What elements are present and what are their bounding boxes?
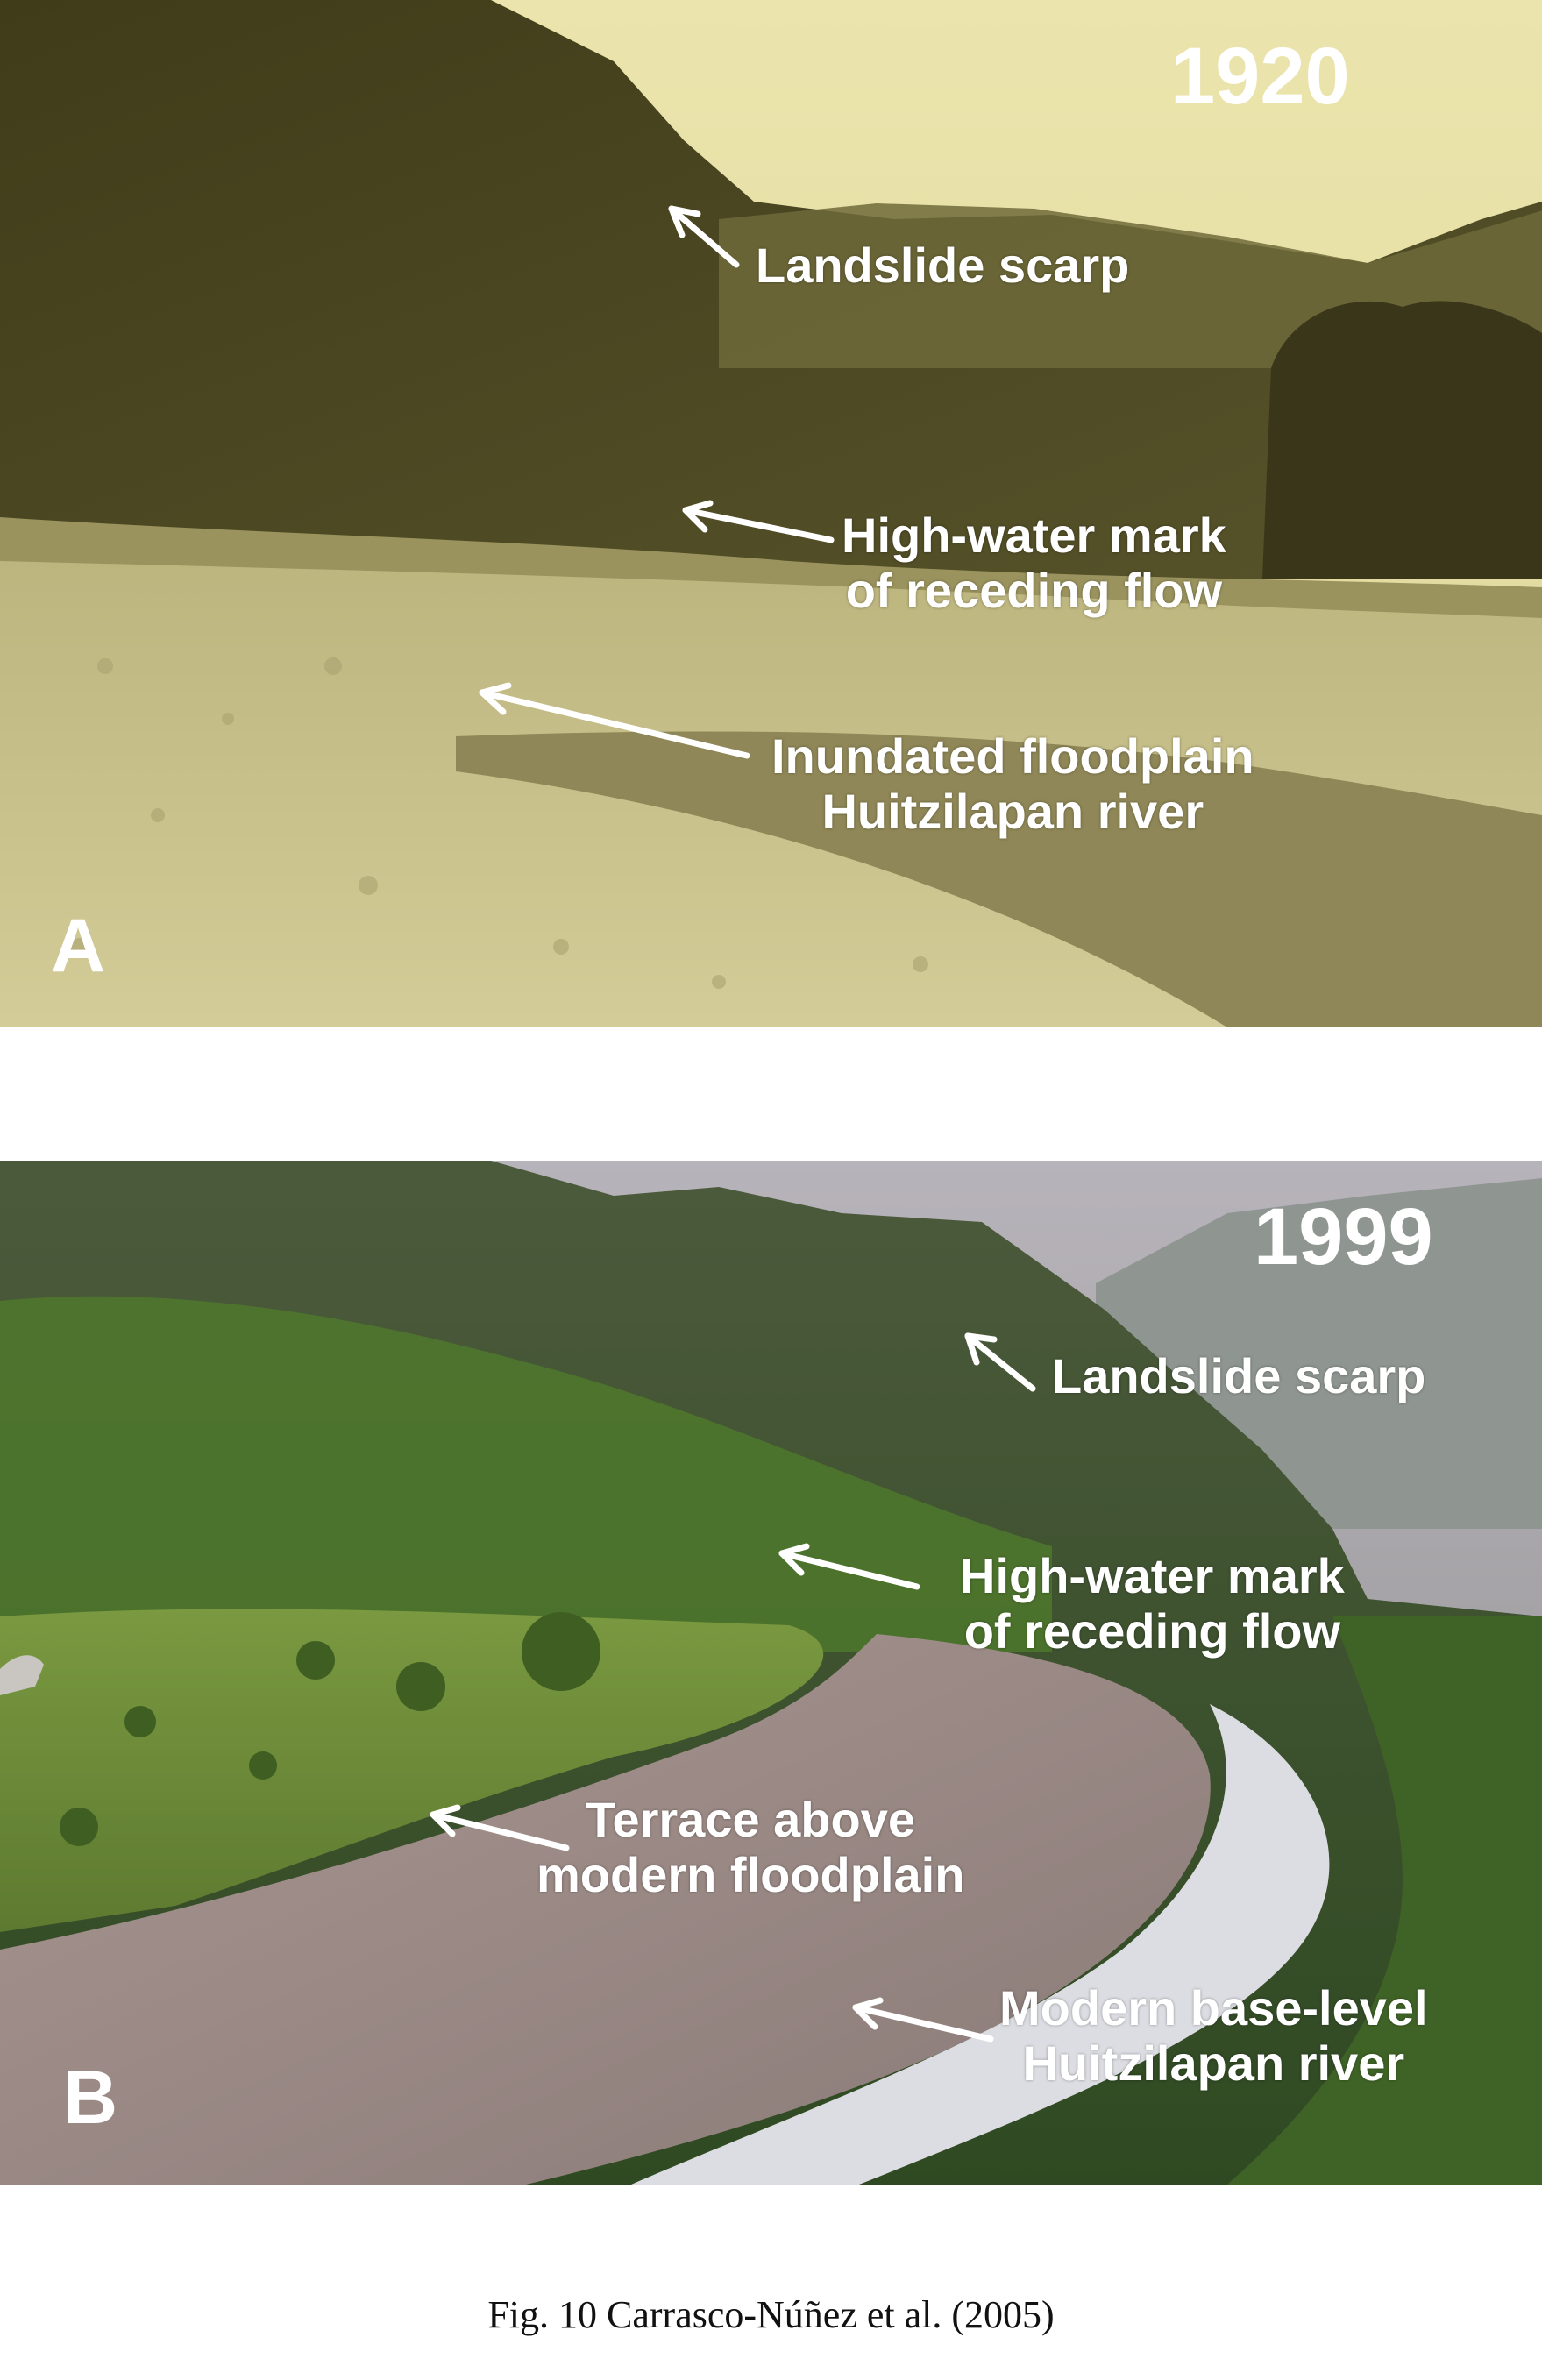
inundated-floodplain-label: Inundated floodplain Huitzilapan river [771,728,1254,839]
landscape-photo-1920 [0,0,1542,1027]
landscape-photo-1999 [0,1161,1542,2185]
arrow-icon [430,1332,1036,2043]
panel-letter: A [51,904,106,988]
terrace-label: Terrace above modern floodplain [537,1792,965,1902]
photo-panel-1999: 1999 Landslide scarp High-water mark of … [0,1161,1542,2185]
high-water-mark-label: High-water mark of receding flow [960,1548,1345,1659]
year-label: 1920 [1170,32,1350,121]
arrow-icon [479,205,835,759]
landslide-scarp-label: Landslide scarp [756,238,1130,293]
year-label: 1999 [1254,1192,1433,1282]
figure-caption: Fig. 10 Carrasco-Núñez et al. (2005) [487,2293,1055,2336]
landslide-scarp-label: Landslide scarp [1052,1348,1426,1403]
high-water-mark-label: High-water mark of receding flow [842,508,1226,618]
panel-letter: B [63,2056,118,2140]
photo-panel-1920: 1920 Landslide scarp High-water mark of … [0,0,1542,1027]
modern-base-level-label: Modern base-level Huitzilapan river [999,1980,1428,2091]
